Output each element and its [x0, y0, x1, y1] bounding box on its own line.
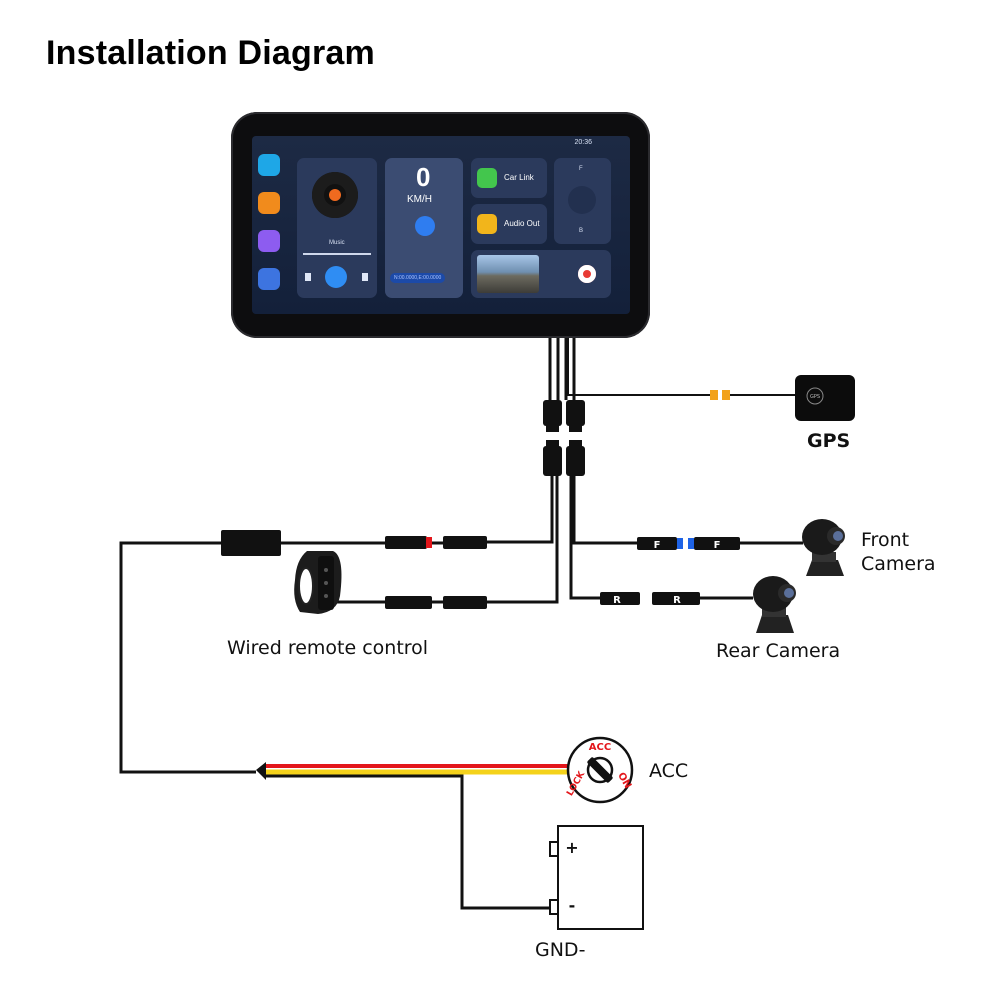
camera-control-card[interactable]: F B — [554, 158, 611, 244]
ignition-label-acc: ACC — [589, 742, 611, 753]
gps-cable — [567, 338, 710, 396]
connector-bottom-right — [566, 446, 585, 476]
front-camera-icon — [802, 519, 845, 576]
car-link-label: Car Link — [504, 173, 534, 182]
cable-left-main — [487, 476, 554, 544]
front-camera-label-line1: Front — [861, 529, 910, 551]
rear-connector-a — [600, 592, 640, 605]
wired-remote-icon — [294, 551, 342, 614]
front-connector-label-a: F — [654, 540, 661, 551]
diagram-title: Installation Diagram — [46, 34, 375, 72]
wire-junction — [256, 762, 266, 780]
battery-minus: - — [569, 896, 576, 915]
rear-connector-label-b: R — [673, 595, 681, 606]
cable-right-front — [572, 476, 637, 545]
ignition-switch-icon: ACC ON LOCK — [565, 736, 634, 804]
fuse-box — [221, 530, 281, 556]
cable-left-remote — [487, 476, 559, 604]
status-time: 20:36 — [574, 139, 592, 146]
front-indicator: F — [579, 166, 583, 172]
music-label: Music — [329, 240, 345, 246]
connector-top-left — [543, 400, 562, 426]
navigation-card[interactable]: 0 KM/H N:00.0000,E:00.0000 — [385, 158, 463, 298]
power-line-b — [119, 541, 256, 774]
battery-icon: + - — [549, 825, 644, 930]
connector-bottom-left — [543, 446, 562, 476]
audio-out-label: Audio Out — [504, 219, 540, 228]
progress-bar — [303, 253, 371, 255]
power-connector-b — [443, 536, 487, 549]
joystick-icon — [568, 186, 596, 214]
gps-module — [795, 375, 855, 421]
back-indicator: B — [579, 228, 584, 234]
rear-connector-b — [652, 592, 700, 605]
audio-out-tile[interactable]: Audio Out — [471, 204, 547, 244]
rear-camera-label: Rear Camera — [716, 640, 841, 662]
next-icon[interactable] — [362, 273, 368, 281]
prev-icon[interactable] — [305, 273, 311, 281]
acc-label: ACC — [649, 760, 689, 782]
front-camera-label-line2: Camera — [861, 553, 936, 575]
home-icon[interactable] — [258, 192, 280, 214]
vinyl-center — [329, 189, 341, 201]
gps-label: GPS — [807, 430, 851, 452]
power-connector-a — [385, 536, 427, 549]
remote-connector-a — [385, 596, 432, 609]
settings-icon[interactable] — [258, 230, 280, 252]
battery-plus: + — [565, 838, 578, 857]
menu-icon[interactable] — [258, 154, 280, 176]
front-connector-a — [637, 537, 677, 550]
audio-out-icon — [477, 214, 497, 234]
play-button[interactable] — [325, 266, 347, 288]
music-card[interactable]: Music — [297, 158, 377, 298]
gnd-label: GND- — [535, 939, 586, 961]
navigation-arrow-icon — [415, 216, 435, 236]
speed-unit: KM/H — [407, 194, 432, 205]
car-link-tile[interactable]: Car Link — [471, 158, 547, 198]
ground-line — [266, 774, 550, 910]
gps-badge-label: GPS — [810, 394, 820, 400]
rear-camera-icon — [753, 576, 796, 633]
head-unit-device: 20:36 Music 0 KM/H N:00.0000,E:00.0000 C… — [231, 112, 650, 338]
car-link-icon — [477, 168, 497, 188]
back-icon[interactable] — [258, 268, 280, 290]
gps-connector-left — [710, 390, 718, 400]
rear-connector-label-a: R — [613, 595, 621, 606]
gps-connector-right — [722, 390, 730, 400]
dashcam-preview-card[interactable] — [471, 250, 611, 298]
wired-remote-label: Wired remote control — [227, 637, 429, 659]
connector-top-right — [566, 400, 585, 426]
road-preview-image — [477, 255, 539, 293]
front-connector-b — [694, 537, 740, 550]
coordinates: N:00.0000,E:00.0000 — [390, 273, 446, 283]
side-icon-bar — [258, 154, 282, 306]
front-connector-label-b: F — [714, 540, 721, 551]
cable-right-rear — [569, 476, 600, 600]
speed-value: 0 — [416, 162, 431, 192]
remote-connector-b — [443, 596, 487, 609]
head-unit-screen: 20:36 Music 0 KM/H N:00.0000,E:00.0000 C… — [252, 136, 630, 314]
record-button[interactable] — [578, 265, 596, 283]
